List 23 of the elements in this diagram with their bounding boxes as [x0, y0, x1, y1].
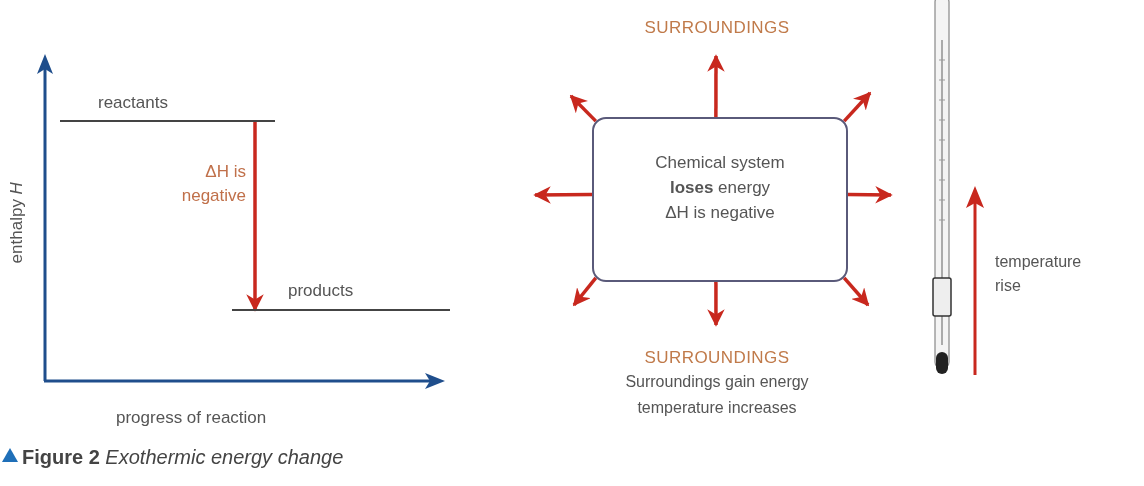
- box-text: loses energy: [669, 177, 771, 199]
- axis-label: progress of reaction: [116, 407, 267, 429]
- axis-label: enthalpy H: [6, 181, 28, 266]
- box-text: ΔH is negative: [665, 202, 775, 224]
- arrow: [842, 91, 872, 123]
- box-text: Chemical system: [655, 152, 785, 174]
- arrow: [533, 186, 592, 204]
- region-label: SURROUNDINGS: [643, 17, 791, 39]
- edge-label: ΔH is negative: [180, 161, 246, 207]
- arrow: [707, 54, 725, 117]
- arrow: [707, 282, 725, 327]
- arrow: [572, 276, 598, 307]
- region-label: SURROUNDINGS: [643, 347, 791, 369]
- system-box: [592, 117, 848, 282]
- arrow-label: temperature rise: [995, 252, 1083, 296]
- level-label: reactants: [98, 92, 168, 114]
- note-text: Surroundings gain energy temperature increases: [624, 372, 810, 418]
- arrow: [569, 94, 598, 123]
- arrow: [246, 122, 264, 312]
- arrow: [848, 186, 893, 204]
- arrow: [842, 276, 870, 307]
- figure-caption: Figure 2 Exothermic energy change: [22, 445, 344, 470]
- level-label: products: [288, 280, 354, 302]
